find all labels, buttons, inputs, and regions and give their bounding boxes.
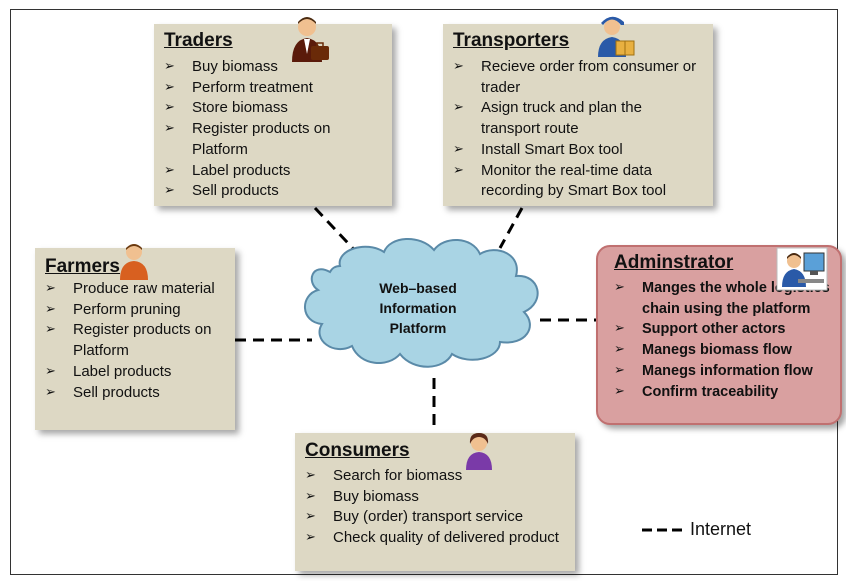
administrator-title: Adminstrator — [614, 252, 734, 273]
list-item: Perform pruning — [45, 300, 231, 321]
farmers-title: Farmers — [45, 256, 120, 277]
list-item: Register products on Platform — [164, 119, 364, 160]
traders-box: Traders Buy biomass Perform treatment St… — [154, 24, 392, 206]
transporters-title: Transporters — [453, 30, 570, 51]
list-item: Label products — [45, 362, 231, 383]
trader-person-icon — [292, 17, 329, 62]
traders-list: Buy biomass Perform treatment Store biom… — [164, 57, 364, 202]
list-item: Sell products — [164, 181, 364, 202]
platform-line-3: Platform — [389, 320, 447, 336]
list-item: Check quality of delivered product — [305, 528, 567, 549]
transporters-list: Recieve order from consumer or trader As… — [453, 57, 705, 202]
platform-line-1: Web–based — [379, 280, 457, 296]
list-item: Manegs information flow — [614, 361, 836, 382]
list-item: Support other actors — [614, 319, 836, 340]
consumers-title: Consumers — [305, 440, 410, 461]
list-item: Buy biomass — [305, 487, 567, 508]
list-item: Manegs biomass flow — [614, 340, 836, 361]
list-item: Sell products — [45, 383, 231, 404]
list-item: Buy (order) transport service — [305, 507, 567, 528]
list-item: Label products — [164, 161, 364, 182]
connector-transporters — [498, 207, 524, 249]
consumer-person-icon — [466, 433, 492, 470]
list-item: Produce raw material — [45, 279, 231, 300]
list-item: Buy biomass — [164, 57, 364, 78]
cloud-shape — [304, 237, 539, 368]
platform-label: Web–based Information Platform — [362, 278, 474, 338]
farmer-person-icon — [120, 244, 148, 280]
farmers-list: Produce raw material Perform pruning Reg… — [45, 279, 231, 403]
list-item: Monitor the real-time data recording by … — [453, 161, 705, 202]
administrator-list: Manges the whole logistics chain using t… — [614, 278, 836, 402]
list-item: Store biomass — [164, 98, 364, 119]
list-item: Install Smart Box tool — [453, 140, 705, 161]
consumers-box: Consumers Search for biomass Buy biomass… — [295, 433, 575, 571]
farmers-box: Farmers Produce raw material Perform pru… — [35, 248, 235, 430]
traders-title: Traders — [164, 30, 233, 51]
legend-label: Internet — [690, 519, 752, 539]
list-item: Recieve order from consumer or trader — [453, 57, 705, 98]
consumers-list: Search for biomass Buy biomass Buy (orde… — [305, 466, 567, 549]
transporters-box: Transporters Recieve order from consumer… — [443, 24, 713, 206]
transporter-person-icon — [598, 16, 635, 57]
administrator-person-icon — [776, 247, 828, 291]
legend-dash-line — [642, 528, 682, 532]
list-item: Search for biomass — [305, 466, 567, 487]
platform-line-2: Information — [379, 300, 457, 316]
list-item: Perform treatment — [164, 78, 364, 99]
list-item: Confirm traceability — [614, 382, 836, 403]
list-item: Register products on Platform — [45, 320, 231, 361]
list-item: Asign truck and plan the transport route — [453, 98, 705, 139]
